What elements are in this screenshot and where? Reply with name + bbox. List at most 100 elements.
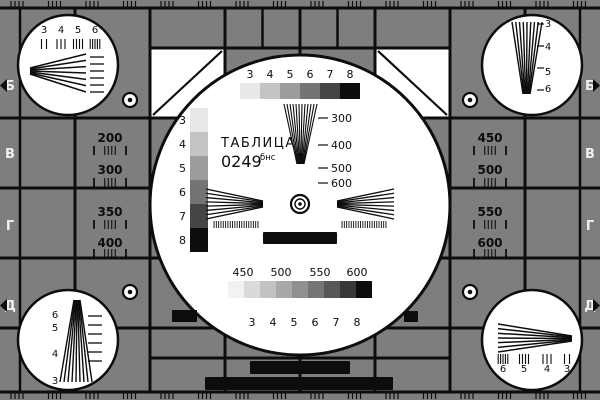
- grayscale-label: 5: [287, 68, 294, 81]
- left-scale-digit: 6: [179, 186, 186, 199]
- pattern-line: [336, 192, 395, 203]
- center-wedge: [283, 103, 318, 165]
- corner-circle-top-left: 3 4 5 6: [16, 13, 120, 117]
- resolution-digit: 5: [545, 67, 551, 78]
- tr-fan: [511, 21, 543, 95]
- gray-step: [340, 83, 360, 99]
- row-letter: Б: [5, 79, 15, 94]
- tl-res-ticks: [40, 39, 101, 49]
- pattern-line: [497, 323, 573, 337]
- gray-step: [320, 83, 340, 99]
- resolution-digit: 4: [544, 364, 550, 375]
- pattern-line: [77, 299, 81, 383]
- pattern-line: [29, 53, 87, 69]
- pattern-line: [301, 103, 309, 165]
- resolution-digit: 5: [521, 364, 527, 375]
- resolution-digit: 5: [75, 25, 81, 36]
- resolution-digit: 4: [52, 349, 58, 360]
- gray-step: [292, 281, 308, 298]
- pattern-line: [205, 204, 264, 212]
- card-code-suffix: бнс: [260, 153, 276, 163]
- pattern-line: [29, 65, 87, 71]
- row-letter: В: [5, 147, 15, 162]
- gray-step: [324, 281, 340, 298]
- corner-circle-face: [16, 288, 120, 392]
- row-letter: Д: [4, 299, 16, 314]
- pattern-line: [303, 103, 318, 165]
- target-dot-icon: [127, 289, 133, 295]
- center-fan-left: [205, 188, 264, 220]
- pattern-line: [29, 71, 87, 81]
- target-dot-icon: [467, 97, 473, 103]
- black-reference-square-left: [172, 310, 197, 322]
- corner-circle-top-right: 3 4 5 6: [480, 13, 584, 117]
- panel-label: 350: [97, 205, 122, 219]
- panel-label: 200: [97, 131, 122, 145]
- grayscale-label: 8: [347, 68, 354, 81]
- pattern-line: [205, 205, 264, 216]
- row-marker-arrow-icon: [0, 79, 7, 92]
- panel-label: 600: [477, 236, 502, 250]
- gray-step: [190, 228, 208, 252]
- row-letters-right: Б В Г Д: [584, 79, 596, 314]
- gray-step: [190, 204, 208, 228]
- grayscale-label: 7: [333, 316, 340, 329]
- gray-step: [260, 83, 280, 99]
- gray-step: [190, 132, 208, 156]
- diagonal-line: [377, 50, 448, 116]
- center-bullseye: [289, 193, 311, 215]
- pattern-line: [526, 21, 532, 95]
- registration-target-bottom-right: [461, 283, 479, 301]
- gray-step: [356, 281, 372, 298]
- target-dot-icon: [467, 289, 473, 295]
- bottom-black-bar-long: [205, 377, 393, 390]
- pattern-line: [75, 299, 78, 383]
- wedge-label: 600: [331, 177, 352, 190]
- bottom-bar-label: 450: [233, 266, 254, 279]
- gray-step: [340, 281, 356, 298]
- grayscale-label: 5: [291, 316, 298, 329]
- pattern-line: [528, 21, 539, 95]
- panel-bursts: [93, 146, 507, 258]
- fine-right: [341, 221, 387, 228]
- pattern-line: [336, 201, 395, 205]
- pattern-line: [527, 21, 536, 95]
- pattern-line: [298, 103, 301, 165]
- corner-circle-bottom-left: 6 5 4 3: [16, 288, 120, 392]
- registration-target-top-right: [461, 91, 479, 109]
- left-scale-digit: 7: [179, 210, 186, 223]
- tr-dashes: [537, 23, 544, 91]
- bottom-bar-label: 500: [271, 266, 292, 279]
- pattern-line: [205, 192, 264, 203]
- pattern-line: [71, 299, 77, 383]
- bottom-bar-label: 550: [310, 266, 331, 279]
- grayscale-label: 8: [354, 316, 361, 329]
- tl-dashes: [90, 56, 104, 93]
- pattern-line: [63, 299, 76, 383]
- main-circle-outline: [148, 53, 452, 357]
- side-panel-left: 200 300 350 400: [97, 131, 122, 250]
- pattern-line: [292, 103, 300, 165]
- pattern-line: [336, 188, 395, 202]
- gray-step: [190, 108, 208, 132]
- left-scale-digit: 4: [179, 138, 186, 151]
- gray-step: [190, 180, 208, 204]
- panel-label: 450: [477, 131, 502, 145]
- row-letter: Г: [6, 219, 14, 234]
- gray-step: [190, 156, 208, 180]
- pattern-line: [497, 332, 573, 339]
- resolution-digit: 5: [52, 323, 58, 334]
- corner-circle-face: [480, 288, 584, 392]
- pattern-line: [336, 204, 395, 212]
- gray-step: [300, 83, 320, 99]
- wedge-label: 500: [331, 162, 352, 175]
- pattern-line: [205, 203, 264, 207]
- panel-label: 300: [97, 163, 122, 177]
- bl-fan: [59, 299, 93, 383]
- pattern-line: [497, 339, 573, 349]
- resolution-digit: 3: [52, 376, 58, 387]
- wedge-dashes: [318, 117, 328, 184]
- pattern-line: [295, 103, 301, 165]
- pattern-line: [302, 103, 312, 165]
